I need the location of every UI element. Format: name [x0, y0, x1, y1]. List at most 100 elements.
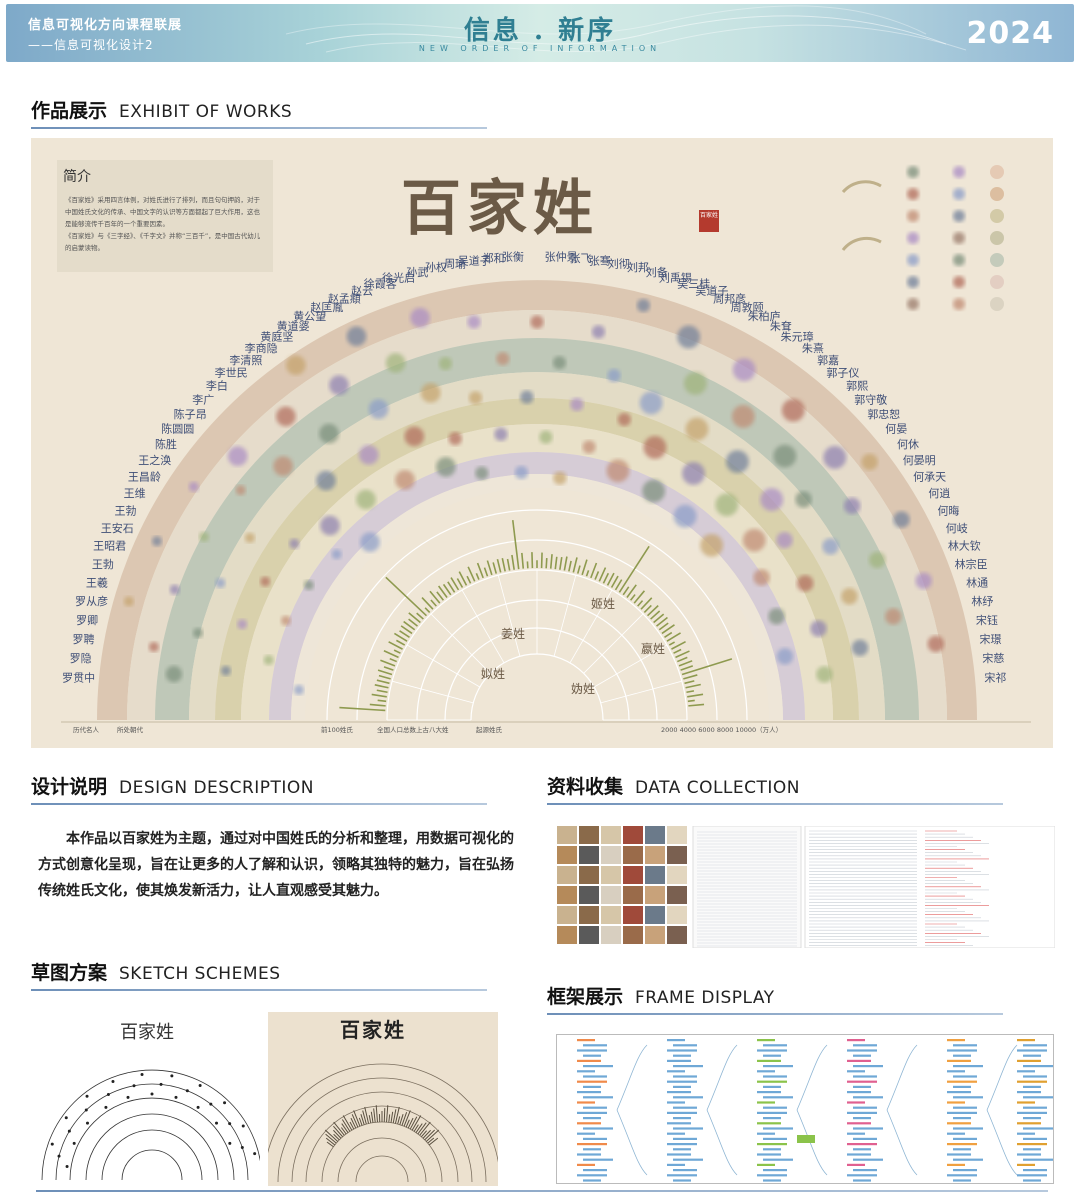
population-bar: [614, 579, 623, 591]
reference-thumbnail: [623, 866, 643, 884]
mindmap-node: [953, 1117, 971, 1120]
population-bar: [450, 577, 460, 591]
page-bottom-divider: [36, 1190, 1048, 1192]
mindmap-node: [1017, 1091, 1041, 1094]
draft-bar: [411, 1115, 422, 1131]
person-dot: [732, 358, 756, 382]
draft-arc: [263, 1063, 501, 1183]
sketch-dot: [106, 1092, 110, 1096]
historical-figure-name: 何晏明: [903, 454, 936, 467]
mindmap-node: [953, 1096, 983, 1099]
draft-bar: [375, 1105, 378, 1123]
mindmap-link: [706, 1109, 738, 1176]
population-bar: [389, 657, 397, 663]
mindmap-node: [953, 1106, 977, 1109]
mindmap-node: [947, 1132, 965, 1135]
person-dot: [639, 391, 663, 415]
mindmap-node: [583, 1085, 601, 1088]
population-bar: [568, 560, 572, 572]
historical-figure-name: 王羲: [86, 575, 108, 589]
mindmap-link: [886, 1109, 918, 1176]
radial-line: [553, 575, 577, 657]
mindmap-node: [763, 1054, 781, 1057]
mindmap-node: [1017, 1111, 1047, 1114]
mindmap-node: [947, 1049, 977, 1052]
population-bar: [545, 558, 548, 569]
inner-surname-label: 姬姓: [591, 597, 615, 611]
historical-figure-name: 王安石: [101, 521, 134, 535]
person-dot: [642, 479, 666, 503]
historical-figure-name: 张飞: [569, 252, 591, 265]
mindmap-node: [1017, 1122, 1041, 1125]
mindmap-node: [583, 1044, 607, 1047]
person-dot: [494, 427, 508, 441]
mindmap-node: [673, 1169, 697, 1172]
historical-figure-name: 郭熙: [846, 380, 868, 393]
historical-figure-name: 罗聘: [72, 632, 94, 646]
historical-figure-name: 林宗臣: [955, 557, 988, 571]
reference-thumbnail: [667, 886, 687, 904]
population-bar: [686, 690, 695, 694]
person-dot: [570, 397, 584, 412]
historical-figure-name: 刘备: [646, 265, 668, 279]
historical-figure-name: 宋祁: [984, 670, 1006, 684]
population-bar: [374, 684, 389, 689]
mindmap-node: [853, 1085, 871, 1088]
draft-bar: [333, 1133, 340, 1141]
person-dot: [683, 372, 707, 395]
person-dot: [360, 532, 380, 552]
mindmap-node: [757, 1080, 787, 1083]
draft-bar: [399, 1114, 404, 1125]
inner-surname-label: 嬴姓: [641, 642, 665, 656]
population-bar: [408, 612, 421, 624]
mindmap-node: [953, 1065, 983, 1068]
population-bar: [675, 650, 690, 659]
population-bar: [377, 669, 393, 676]
person-dot: [468, 391, 483, 405]
population-bar: [506, 558, 511, 571]
mindmap-node: [847, 1070, 865, 1073]
mindmap-node: [953, 1127, 983, 1130]
data-collection-collage: [557, 825, 1056, 950]
person-dot: [795, 491, 812, 508]
mindmap-node: [667, 1163, 685, 1166]
historical-figure-name: 郑和: [483, 251, 505, 265]
section-data-en: DATA COLLECTION: [635, 778, 801, 798]
axis-label: 前100姓氏: [321, 725, 353, 734]
sketch-hand-drawn-drawing: [41, 1069, 263, 1181]
mindmap-node: [577, 1163, 595, 1166]
mindmap-node: [757, 1039, 775, 1042]
mindmap-node: [853, 1169, 877, 1172]
draft-bar: [360, 1114, 365, 1125]
sketch-dot: [241, 1124, 245, 1128]
mindmap-node: [847, 1143, 877, 1146]
historical-figure-name: 朱元璋: [781, 330, 814, 344]
mindmap-node: [847, 1049, 877, 1052]
header-banner: 信息可视化方向课程联展 ——信息可视化设计2 信息 . 新序 NEW ORDER…: [6, 4, 1074, 62]
mindmap-node: [847, 1080, 877, 1083]
person-dot: [823, 446, 847, 469]
mindmap-node: [763, 1096, 793, 1099]
reference-thumbnail: [557, 846, 577, 864]
mindmap-node: [1023, 1117, 1041, 1120]
historical-figure-name: 周邦彦: [713, 291, 746, 305]
historical-figure-name: 李广: [192, 392, 214, 406]
legend-dot: [907, 188, 919, 200]
population-bar: [429, 590, 441, 604]
draft-bar: [424, 1129, 436, 1141]
mindmap-node: [667, 1049, 697, 1052]
sketch-digital-draft: 百家姓: [263, 1012, 501, 1186]
historical-figure-name: 罗隐: [70, 652, 92, 665]
legend-dot: [953, 210, 965, 222]
mindmap-node: [1023, 1137, 1047, 1140]
mindmap-node: [947, 1091, 971, 1094]
mindmap-link: [986, 1109, 1018, 1176]
mindmap-node: [577, 1153, 601, 1156]
person-dot: [329, 375, 349, 395]
person-dot: [286, 355, 306, 375]
person-dot: [192, 627, 203, 638]
radial-line: [497, 575, 521, 657]
historical-figure-name: 刘彻: [608, 257, 630, 270]
person-dot: [346, 326, 367, 347]
mindmap-node: [947, 1070, 965, 1073]
